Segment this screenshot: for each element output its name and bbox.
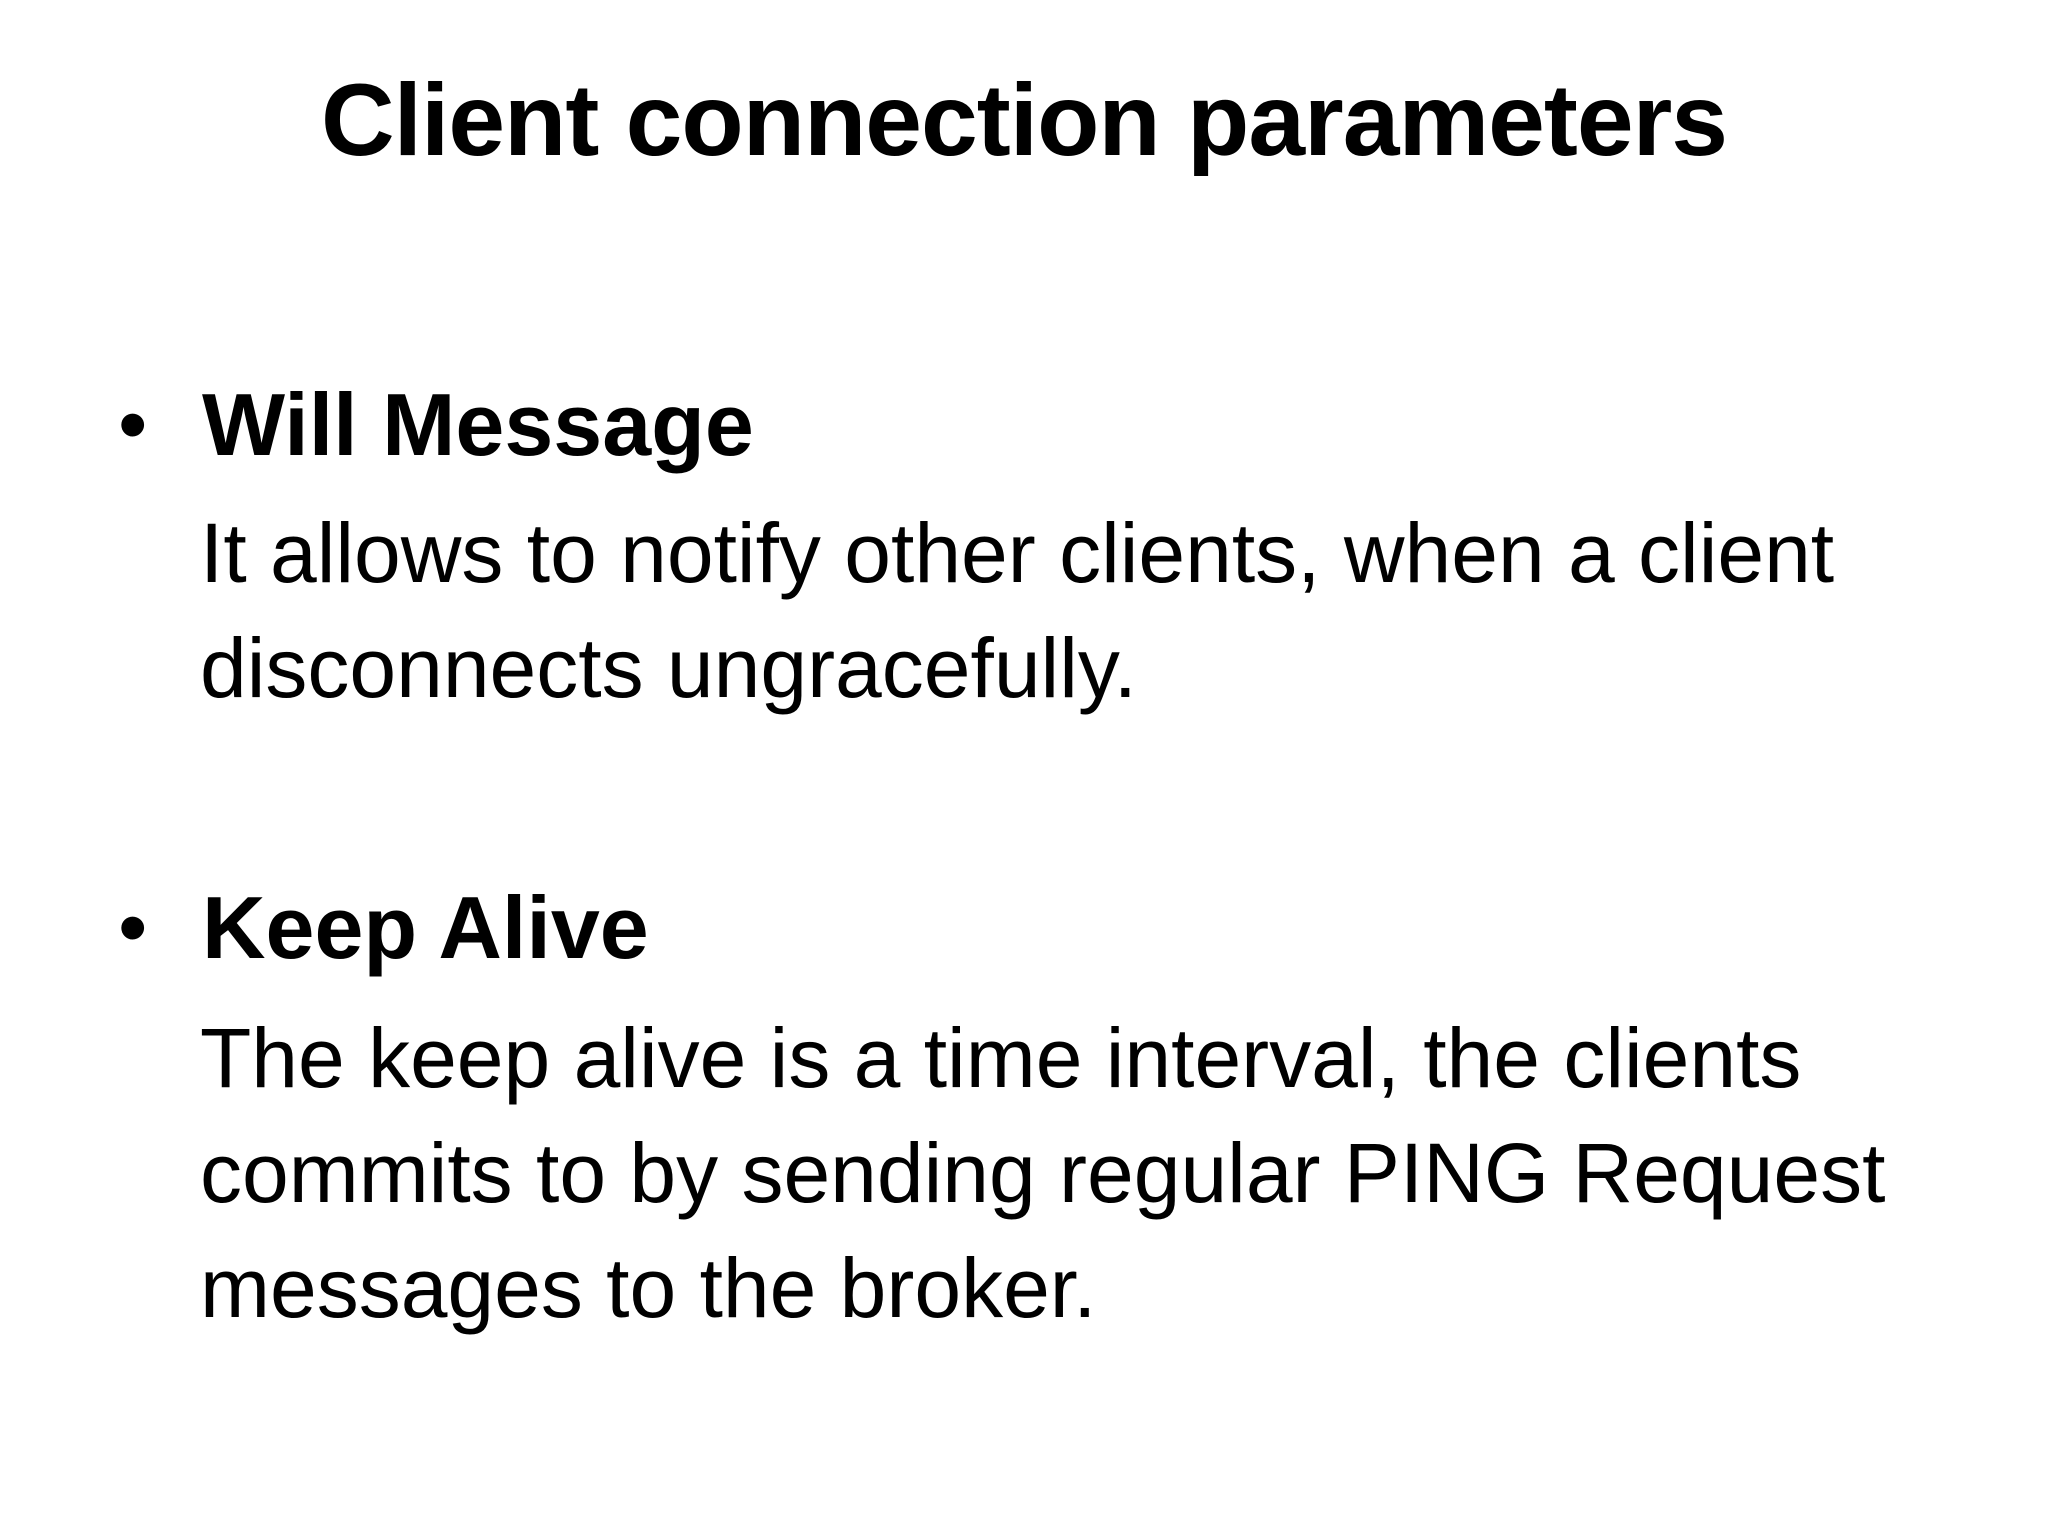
bullet-icon: • xyxy=(118,377,148,471)
bullet-body-keep-alive: The keep alive is a time interval, the c… xyxy=(200,1011,1886,1335)
bullet-icon: • xyxy=(118,880,148,974)
bullet-heading-keep-alive: Keep Alive xyxy=(202,878,649,977)
slide-title: Client connection parameters xyxy=(320,63,1728,177)
bullet-body-will-message: It allows to notify other clients, when … xyxy=(200,506,1835,715)
bullet-heading-will-message: Will Message xyxy=(202,375,754,474)
